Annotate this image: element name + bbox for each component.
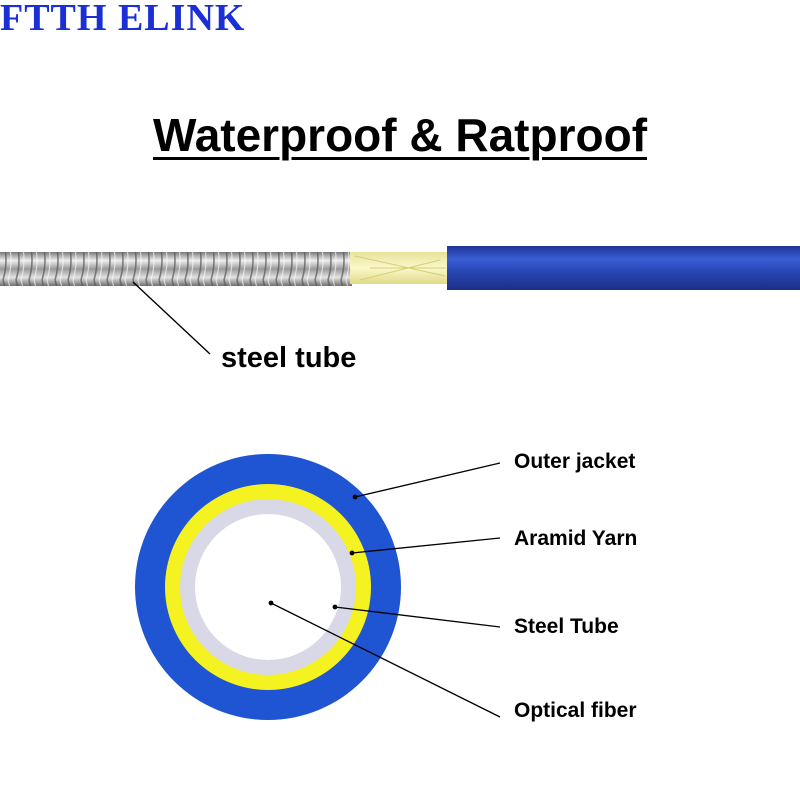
blue-jacket-section — [447, 246, 800, 290]
outer-jacket-dot — [352, 494, 358, 500]
leader-dots — [268, 494, 358, 610]
aramid-yarn-section — [350, 252, 448, 284]
steel-tube-dot — [332, 604, 338, 610]
steel-armor-section — [0, 252, 352, 286]
cable-cross-section — [135, 454, 401, 720]
page-title: Waterproof & Ratproof — [0, 108, 800, 162]
aramid-yarn-leader — [351, 537, 501, 554]
aramid-yarn-label: Aramid Yarn — [514, 527, 638, 550]
optical-fiber-dot — [268, 600, 274, 606]
steel-tube-label: steel tube — [221, 342, 357, 374]
leader-lines — [270, 462, 501, 718]
brand-logo-text: FTTH ELINK — [0, 0, 246, 39]
steel-tube-leader — [132, 281, 211, 355]
steel-tube-ring-leader — [334, 606, 501, 628]
aramid-yarn-dot — [349, 550, 355, 556]
title-text: Waterproof & Ratproof — [152, 109, 648, 161]
optical-fiber-leader — [270, 602, 501, 718]
steel-tube-ring-label: Steel Tube — [514, 615, 619, 638]
outer-jacket-leader — [354, 462, 501, 498]
optical-fiber-label: Optical fiber — [514, 699, 637, 722]
outer-jacket-label: Outer jacket — [514, 450, 636, 473]
optical-fiber-core — [195, 514, 341, 660]
